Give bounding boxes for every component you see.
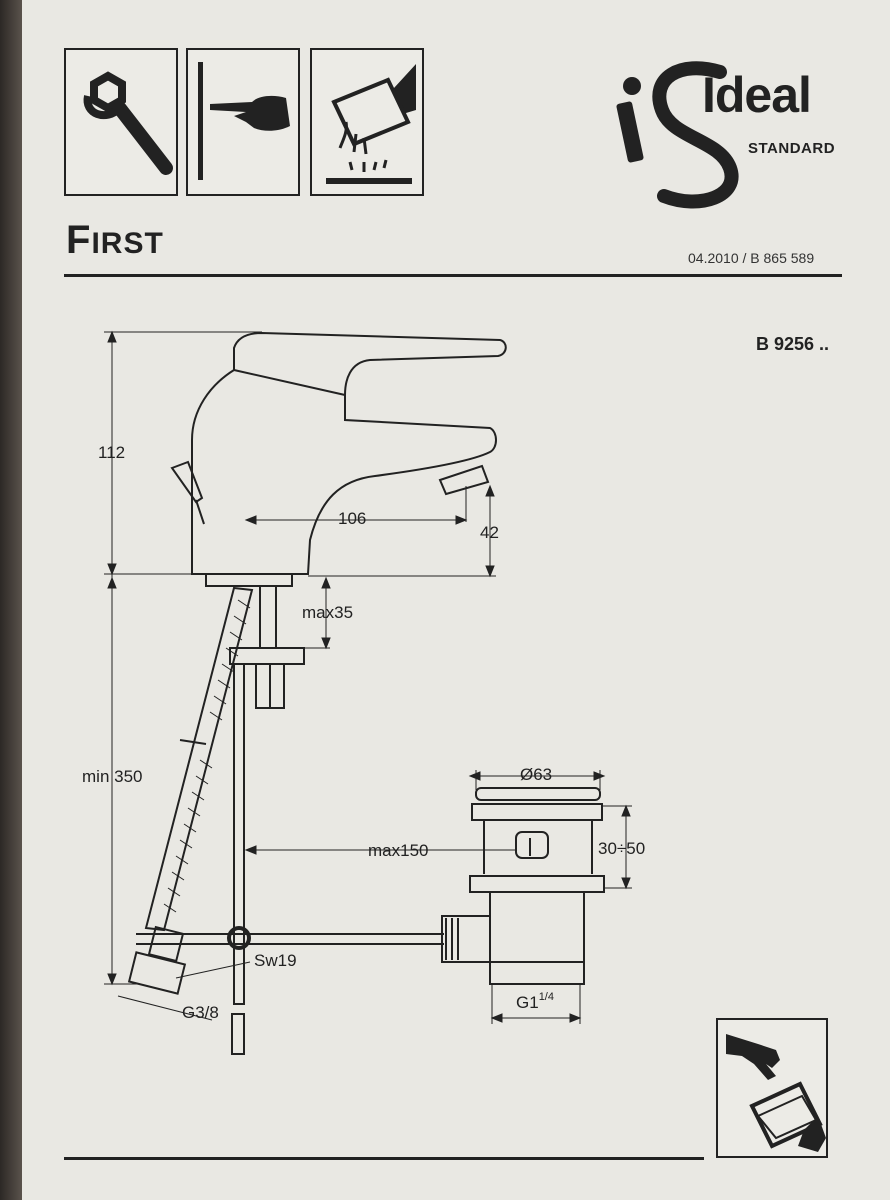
product-title-initial: F: [66, 218, 92, 262]
pointing-hand-icon: [186, 48, 300, 196]
dim-waste-diameter: Ø63: [520, 765, 552, 784]
dim-waste-thread: G11/4: [516, 991, 554, 1012]
dim-max-thickness: max35: [302, 603, 353, 622]
dim-waste-thread-main: G1: [516, 993, 539, 1012]
faucet-body: [191, 331, 507, 575]
mounting-plate: [229, 647, 305, 665]
hands-exchange-document-icon: [716, 1018, 828, 1158]
faucet-lever-line: [233, 369, 346, 396]
header-rule: [64, 274, 842, 277]
dim-connector: G3/8: [182, 1003, 219, 1022]
dim-spout-height: 42: [480, 523, 499, 542]
dim-spout-reach: 106: [338, 509, 366, 528]
faucet-spout-outlet: [438, 464, 490, 496]
footer-rule: [64, 1157, 704, 1160]
dim-min-length: min 350: [82, 767, 142, 786]
model-code: B 9256 ..: [756, 334, 830, 354]
document-code: 04.2010 / B 865 589: [688, 250, 815, 266]
dim-height-total: 112: [98, 443, 125, 462]
brand-name: Ideal: [702, 67, 812, 123]
faucet-base: [205, 573, 293, 587]
product-title-rest: IRST: [91, 227, 164, 260]
dim-max-distance: max150: [368, 841, 428, 860]
dim-spanner: Sw19: [254, 951, 297, 970]
hose-nut: [127, 951, 187, 995]
product-title: FIRST: [66, 218, 164, 263]
instruction-sheet: [22, 0, 890, 1200]
page-edge-shadow: [0, 0, 22, 1200]
wrench-icon: [64, 48, 178, 196]
dim-waste-height: 30÷50: [598, 839, 645, 858]
waste-body: [489, 891, 585, 985]
dim-waste-thread-sup: 1/4: [539, 991, 554, 1003]
popup-rod: [233, 663, 245, 1005]
waste-connector: [441, 915, 491, 963]
popup-knob: [170, 460, 204, 504]
flex-hose: [144, 586, 254, 932]
hand-cleaning-icon: [310, 48, 424, 196]
waste-cap: [475, 787, 601, 801]
brand-subtitle: STANDARD: [748, 140, 836, 157]
